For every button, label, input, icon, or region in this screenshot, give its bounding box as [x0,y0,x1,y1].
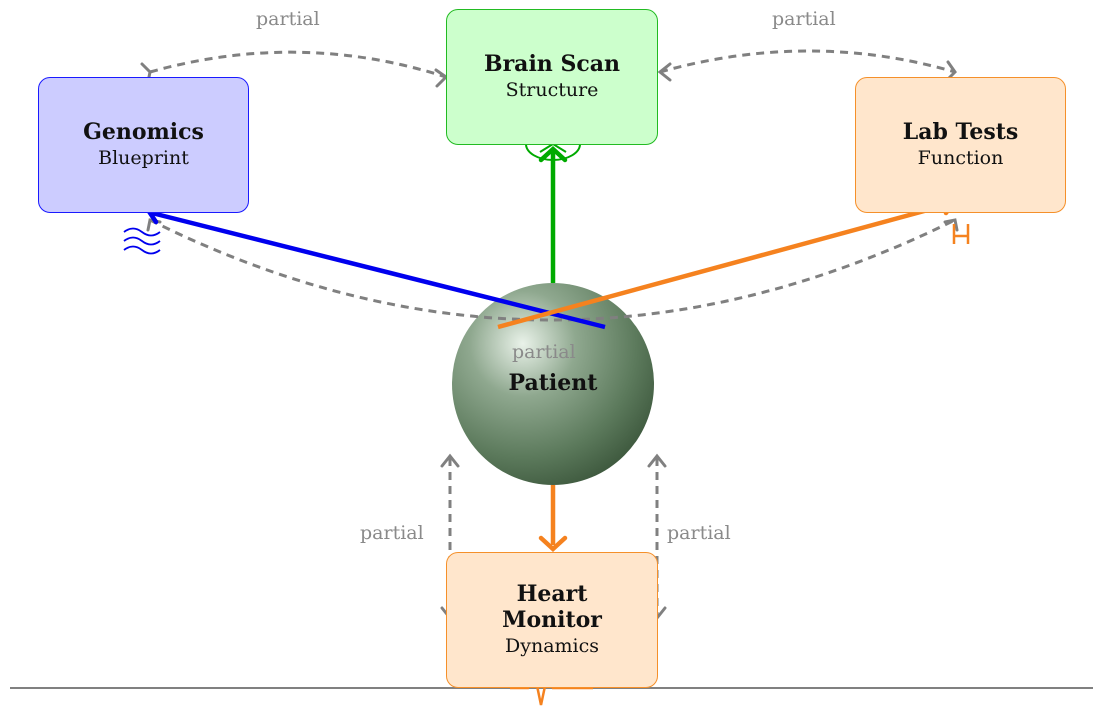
arrowhead-heart-left-up [440,453,460,468]
arrowhead-heart-right-up [647,453,667,468]
arrowhead-heart [538,535,568,553]
partial-label-heart-right: partial [667,522,731,544]
wave-icon [123,227,161,255]
partial-label-brain-lab: partial [772,8,836,30]
heart-monitor-subtitle: Dynamics [504,635,600,657]
patient-label: Patient [508,370,598,396]
brain-scan-subtitle: Structure [505,79,599,101]
heartbeat-icon [510,667,593,706]
edge-patient-lab [497,201,951,330]
partial-label-heart-left: partial [360,522,424,544]
lab-tests-node: Lab Tests Function [855,77,1066,213]
genomics-node: Genomics Blueprint [38,77,249,213]
brain-scan-title: Brain Scan [484,51,620,77]
lab-tests-subtitle: Function [917,147,1004,169]
flask-icon [952,224,970,244]
arrowhead-brain-right [657,62,672,82]
arrowhead-brain [538,145,568,163]
partial-arc-genomics-brain [149,50,447,79]
arrowhead-brain-left [434,68,449,88]
brain-scan-node: Brain Scan Structure [446,9,658,145]
lab-tests-title: Lab Tests [902,119,1019,145]
partial-arc-brain-lab [659,49,956,74]
genomics-subtitle: Blueprint [98,147,189,169]
arrowhead-lab-bottom [943,218,959,232]
partial-label-genomics-lab: partial [512,341,576,363]
genomics-title: Genomics [83,119,204,145]
heart-monitor-title: Heart Monitor [502,581,602,633]
heart-monitor-node: Heart Monitor Dynamics [446,552,658,688]
edge-patient-genomics [151,210,606,330]
partial-label-genomics-brain: partial [256,8,320,30]
patient-sphere [452,283,654,485]
